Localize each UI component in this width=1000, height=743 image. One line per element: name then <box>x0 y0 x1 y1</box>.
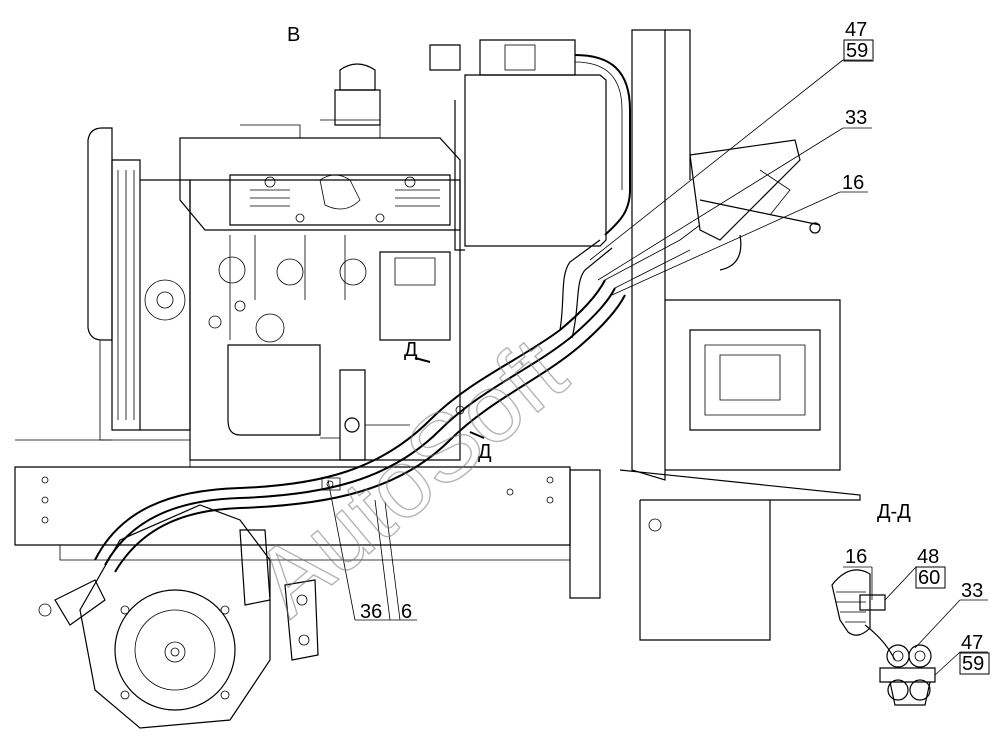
section-callout-59: 59 <box>962 653 984 675</box>
callout-16: 16 <box>842 172 864 194</box>
section-callout-60: 60 <box>918 567 940 589</box>
watermark-text: AutoSoft <box>235 317 586 636</box>
section-cut-markers: Д Д <box>404 339 492 463</box>
view-label: В <box>287 24 300 46</box>
callout-59: 59 <box>846 40 868 62</box>
hydraulic-hoses <box>94 224 701 573</box>
lever-mechanism <box>689 139 821 271</box>
hydraulic-tank <box>429 39 631 251</box>
section-callout-48: 48 <box>917 546 939 568</box>
callout-box <box>915 566 946 589</box>
callout-33: 33 <box>845 107 867 129</box>
section-callout-33: 33 <box>961 580 983 602</box>
section-label: Д-Д <box>877 501 911 523</box>
hydraulic-pump <box>38 504 319 729</box>
valve-fitting <box>320 369 410 491</box>
cab-pillar <box>619 29 861 641</box>
engine-block <box>179 63 461 461</box>
section-detail <box>831 569 936 706</box>
callout-36: 36 <box>360 601 382 623</box>
callout-box <box>843 39 874 62</box>
callout-47: 47 <box>845 19 867 41</box>
callouts-section: 16 48 60 33 47 59 <box>845 546 990 675</box>
callout-6: 6 <box>401 601 412 623</box>
callout-box <box>959 652 990 675</box>
callouts-main: 47 59 33 16 36 6 <box>360 19 874 623</box>
leader-lines <box>327 59 988 676</box>
section-marker-bottom: Д <box>478 441 492 463</box>
section-marker-top: Д <box>404 339 418 361</box>
section-callout-16: 16 <box>845 546 867 568</box>
frame-rail <box>14 439 601 599</box>
section-callout-47: 47 <box>961 632 983 654</box>
radiator-fan <box>87 127 191 441</box>
